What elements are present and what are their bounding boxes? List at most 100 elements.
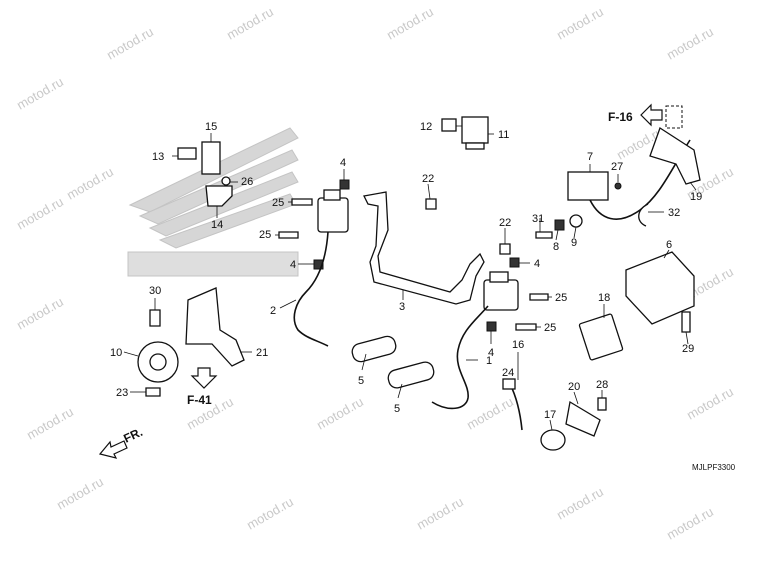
watermark: motod.ru <box>54 474 106 513</box>
callout-3: 3 <box>399 301 405 313</box>
horn-part-10-center <box>149 353 167 371</box>
reference-f16-arrow-icon <box>640 103 663 127</box>
nut-part-8 <box>554 219 565 231</box>
watermark: motod.ru <box>14 194 66 233</box>
coil-wire-part-1 <box>431 305 489 410</box>
reference-f41-label[interactable]: F-41 <box>187 393 212 407</box>
watermark: motod.ru <box>64 164 116 203</box>
bolt-part-25 <box>529 293 549 301</box>
callout-29: 29 <box>682 343 694 355</box>
nut-part-4 <box>339 179 350 190</box>
plug-cap-part-5 <box>387 361 435 389</box>
callout-1: 1 <box>486 355 492 367</box>
callout-14: 14 <box>211 219 223 231</box>
watermark: motod.ru <box>14 294 66 333</box>
coil-wire-part-2 <box>293 231 329 347</box>
watermark: motod.ru <box>554 4 606 43</box>
bracket-part-21 <box>185 287 245 367</box>
ignition-coil-part-1 <box>483 279 519 311</box>
ignition-coil-part-2 <box>317 197 349 233</box>
callout-10: 10 <box>110 347 122 359</box>
bolt-part-25 <box>278 231 299 239</box>
bolt-part-29 <box>681 311 691 333</box>
callout-7: 7 <box>587 151 593 163</box>
bracket-part-20 <box>565 400 601 437</box>
callout-25: 25 <box>272 197 284 209</box>
clip-part-26 <box>221 176 231 186</box>
callout-31: 31 <box>532 213 544 225</box>
callout-26: 26 <box>241 176 253 188</box>
reference-f16-label[interactable]: F-16 <box>608 110 633 124</box>
reference-f41[interactable]: F-41 <box>187 367 218 407</box>
callout-17: 17 <box>544 409 556 421</box>
watermark: motod.ru <box>554 484 606 523</box>
callout-30: 30 <box>149 285 161 297</box>
callout-20: 20 <box>568 381 580 393</box>
bracket-part-14 <box>205 185 233 207</box>
watermark: motod.ru <box>224 4 276 43</box>
nut-part-27 <box>614 182 622 190</box>
callout-15: 15 <box>205 121 217 133</box>
watermark: motod.ru <box>314 394 366 433</box>
bolt-part-25 <box>291 198 313 206</box>
connector-part-12 <box>441 118 457 132</box>
watermark: motod.ru <box>414 494 466 533</box>
callout-22: 22 <box>422 173 434 185</box>
leader-lines <box>123 125 697 431</box>
sensor-part-24 <box>502 378 516 390</box>
callout-11: 11 <box>498 129 509 141</box>
watermark: motod.ru <box>464 394 516 433</box>
fuse-box-part-15 <box>201 141 221 175</box>
front-label: FR. <box>121 425 144 446</box>
watermark: motod.ru <box>104 24 156 63</box>
callout-21: 21 <box>256 347 268 359</box>
watermark: motod.ru <box>684 384 736 423</box>
watermark: motod.ru <box>14 74 66 113</box>
callout-16: 16 <box>512 339 524 351</box>
reference-f41-arrow-icon <box>190 367 218 389</box>
front-direction: FR. <box>98 425 145 459</box>
front-arrow-icon <box>98 440 128 459</box>
callout-24: 24 <box>502 367 514 379</box>
bolt-part-30 <box>149 309 161 327</box>
nut-part-4 <box>486 321 497 332</box>
band-part-17 <box>540 429 566 451</box>
fuse-part-13 <box>177 147 197 160</box>
callout-2: 2 <box>270 305 276 317</box>
reference-f16-box <box>665 105 683 129</box>
callout-19: 19 <box>690 191 702 203</box>
callout-5: 5 <box>394 403 400 415</box>
watermark: motod.ru <box>664 24 716 63</box>
callout-labels: 1 2 3 4 4 4 4 5 5 6 7 8 9 10 11 12 13 14… <box>110 121 702 421</box>
bolt-part-31 <box>535 231 553 239</box>
callout-22: 22 <box>499 217 511 229</box>
bracket-part-3 <box>363 191 485 305</box>
bolt-part-25 <box>515 323 537 331</box>
parts-layer <box>137 116 701 451</box>
callout-4: 4 <box>290 259 296 271</box>
grommet-part-9 <box>569 214 583 228</box>
bracket-part-19 <box>649 127 701 185</box>
callout-4: 4 <box>534 258 540 270</box>
callout-25: 25 <box>555 292 567 304</box>
callout-8: 8 <box>553 241 559 253</box>
bolt-part-22 <box>425 198 437 210</box>
callout-4: 4 <box>488 347 494 359</box>
ignition-coil-part-1-cap <box>489 271 509 283</box>
watermark: motod.ru <box>384 4 436 43</box>
nut-part-4 <box>509 257 520 268</box>
callout-4: 4 <box>340 157 346 169</box>
bolt-part-28 <box>597 397 607 411</box>
plug-cap-part-5 <box>351 335 397 363</box>
callout-28: 28 <box>596 379 608 391</box>
ecu-part-6 <box>625 251 695 325</box>
callout-25: 25 <box>544 322 556 334</box>
callout-25: 25 <box>259 229 271 241</box>
relay-part-11 <box>461 116 489 144</box>
reference-f16[interactable]: F-16 <box>608 103 683 129</box>
ignition-coil-part-2-cap <box>323 189 341 201</box>
callout-12: 12 <box>420 121 432 133</box>
bolt-part-23 <box>145 387 161 397</box>
watermark: motod.ru <box>244 494 296 533</box>
